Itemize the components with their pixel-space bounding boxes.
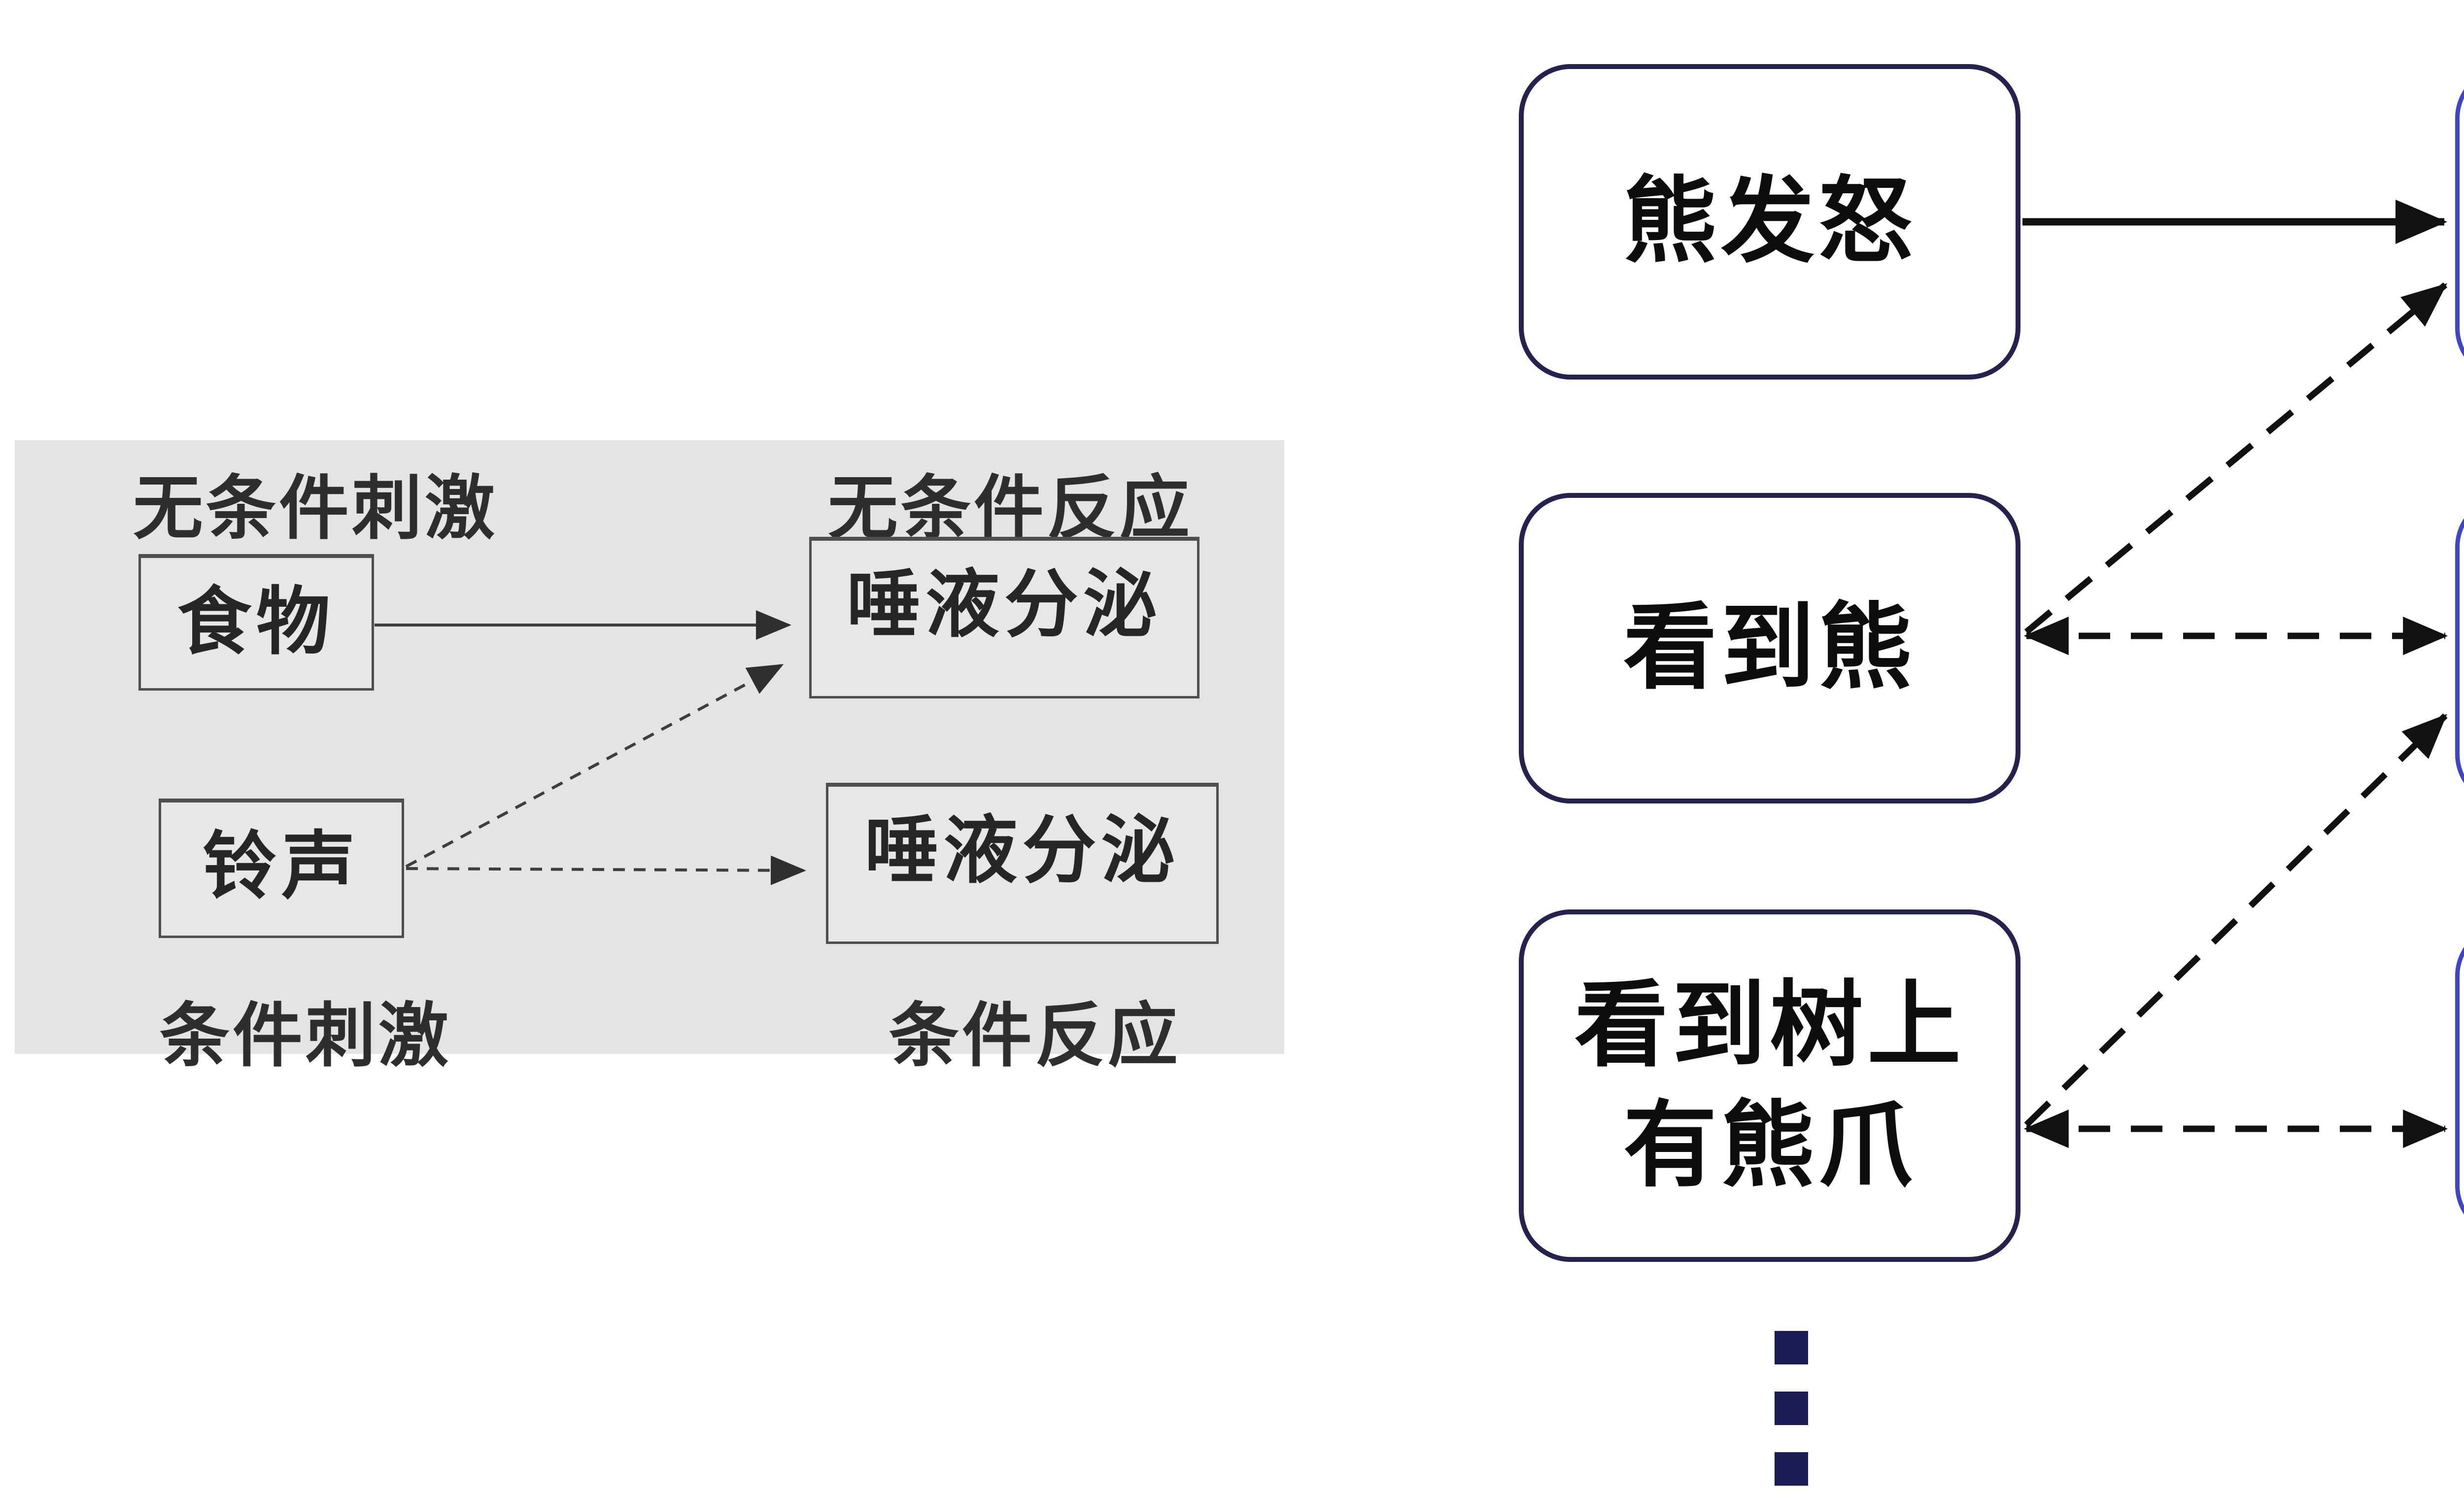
state-box-see-claw: 看到树上 有熊爪 (1519, 909, 2020, 1262)
value-box-v-s: V(s) (2455, 924, 2464, 1237)
value-box-reward: 奖励 (2455, 67, 2464, 380)
food-box-label: 食物 (177, 580, 335, 663)
state-box-see-claw-label: 看到树上 有熊爪 (1574, 973, 1965, 1198)
arrow-see-claw-vsprime-diagonal-dashed (2024, 713, 2448, 1127)
state-box-bear-angry-label: 熊发怒 (1623, 169, 1916, 274)
rl-connectors (2022, 200, 2448, 1148)
bell-box-label: 铃声 (202, 825, 360, 907)
arrow-see-bear-reward-diagonal-dashed (2024, 282, 2448, 635)
state-box-see-bear-label: 看到熊 (1623, 595, 1916, 700)
label-unconditioned-stimulus: 无条件刺激 (133, 469, 498, 548)
bell-box: 铃声 (159, 799, 404, 938)
label-unconditioned-response: 无条件反应 (828, 469, 1193, 548)
saliva-bottom-box: 唾液分泌 (826, 783, 1219, 944)
label-conditioned-stimulus: 条件刺激 (160, 997, 451, 1075)
ellipsis-dot-state-2 (1775, 1392, 1808, 1425)
label-conditioned-response: 条件反应 (889, 997, 1181, 1075)
state-box-bear-angry: 熊发怒 (1519, 64, 2020, 380)
value-box-v-s-prime: V(s′) (2455, 495, 2464, 806)
saliva-bottom-box-label: 唾液分泌 (864, 809, 1180, 892)
ellipsis-dot-state-3 (1775, 1452, 1808, 1486)
saliva-top-box-label: 唾液分泌 (846, 563, 1162, 646)
ellipsis-dot-state-1 (1775, 1331, 1808, 1364)
food-box: 食物 (138, 554, 374, 691)
saliva-top-box: 唾液分泌 (809, 537, 1199, 698)
state-box-see-bear: 看到熊 (1519, 493, 2020, 803)
